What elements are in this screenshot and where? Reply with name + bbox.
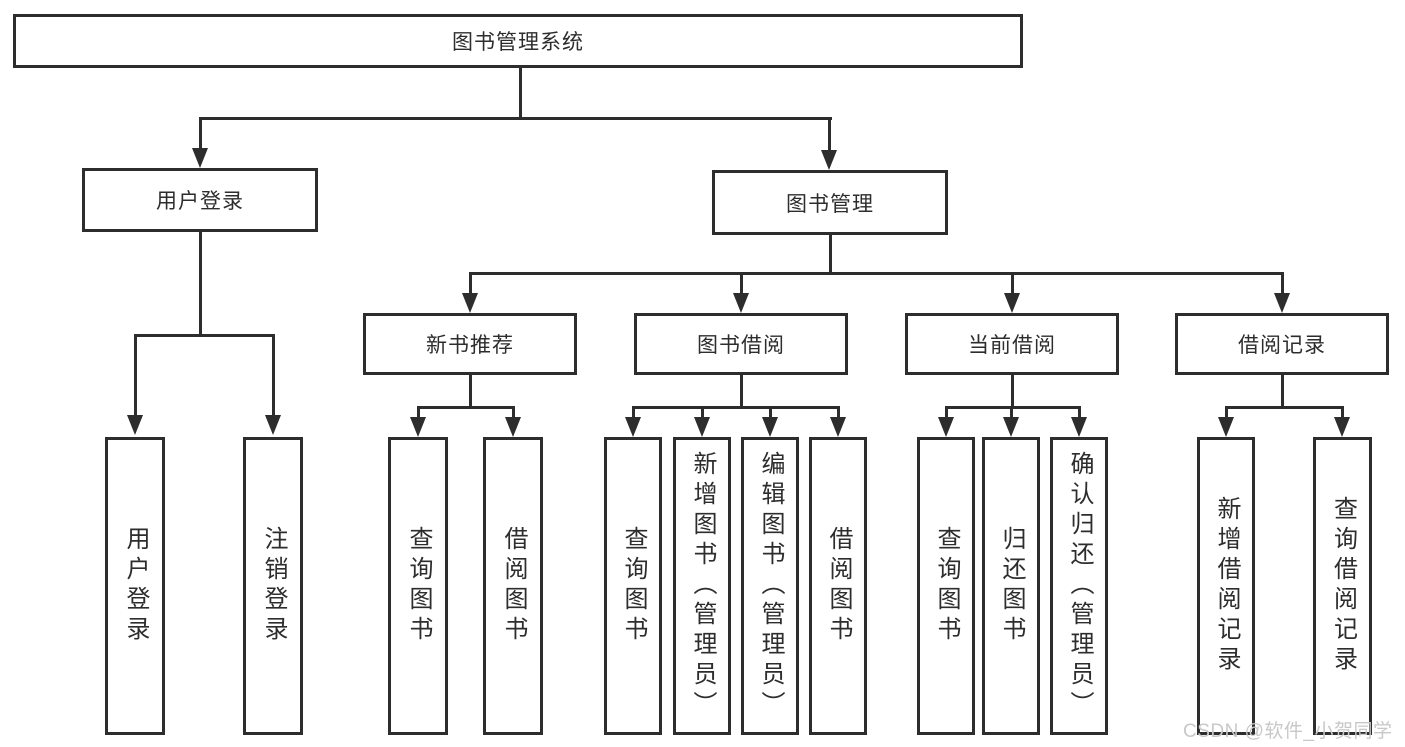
node-book-borrowing: 图书借阅: [634, 313, 848, 375]
connector-line: [740, 272, 743, 294]
connector-line: [632, 406, 839, 409]
connector-line: [1281, 272, 1284, 294]
arrowhead-down-icon: [1274, 293, 1290, 313]
connector-line: [740, 375, 743, 409]
connector-line: [829, 235, 832, 275]
leaf-query-books-recommend: 查询图书: [388, 437, 448, 735]
leaf-return-books: 归还图书: [982, 437, 1040, 735]
connector-line: [1341, 406, 1344, 418]
connector-line: [1011, 375, 1014, 409]
node-borrowing-records: 借阅记录: [1175, 313, 1389, 375]
arrowhead-down-icon: [821, 150, 837, 170]
connector-line: [469, 272, 472, 294]
arrowhead-down-icon: [1334, 417, 1350, 437]
connector-line: [512, 406, 515, 418]
leaf-query-borrow-record: 查询借阅记录: [1313, 437, 1372, 735]
connector-line: [1281, 375, 1284, 409]
arrowhead-down-icon: [462, 293, 478, 313]
leaf-confirm-return-admin: 确认归还（管理员）: [1050, 437, 1108, 735]
connector-line: [469, 272, 1284, 275]
arrowhead-down-icon: [1004, 293, 1020, 313]
leaf-add-borrow-record: 新增借阅记录: [1197, 437, 1255, 735]
arrowhead-down-icon: [505, 417, 521, 437]
connector-line: [701, 406, 704, 418]
node-new-book-recommend: 新书推荐: [363, 313, 577, 375]
connector-line: [769, 406, 772, 418]
connector-line: [417, 406, 515, 409]
connector-line: [417, 406, 420, 418]
connector-line: [272, 334, 275, 416]
leaf-user-login: 用户登录: [105, 437, 165, 735]
connector-line: [199, 117, 832, 120]
node-library-management-system: 图书管理系统: [13, 14, 1023, 68]
node-current-borrowing: 当前借阅: [905, 313, 1119, 375]
connector-line: [199, 117, 202, 151]
connector-line: [632, 406, 635, 418]
connector-line: [199, 232, 202, 336]
leaf-add-books-admin: 新增图书（管理员）: [673, 437, 731, 735]
arrowhead-down-icon: [127, 415, 143, 435]
arrowhead-down-icon: [938, 417, 954, 437]
node-user-login: 用户登录: [82, 168, 318, 232]
arrowhead-down-icon: [1218, 417, 1234, 437]
connector-line: [837, 406, 840, 418]
connector-line: [134, 334, 275, 337]
leaf-edit-books-admin: 编辑图书（管理员）: [741, 437, 799, 735]
connector-line: [1225, 406, 1228, 418]
node-book-management: 图书管理: [712, 170, 948, 235]
connector-line: [519, 68, 522, 120]
arrowhead-down-icon: [410, 417, 426, 437]
leaf-query-books-borrowing: 查询图书: [604, 437, 662, 735]
arrowhead-down-icon: [762, 417, 778, 437]
arrowhead-down-icon: [625, 417, 641, 437]
connector-line: [1011, 272, 1014, 294]
connector-line: [1225, 406, 1343, 409]
arrowhead-down-icon: [694, 417, 710, 437]
connector-line: [1010, 406, 1013, 418]
arrowhead-down-icon: [265, 415, 281, 435]
arrowhead-down-icon: [1003, 417, 1019, 437]
arrowhead-down-icon: [1071, 417, 1087, 437]
connector-line: [945, 406, 948, 418]
connector-line: [1078, 406, 1081, 418]
connector-line: [469, 375, 472, 409]
connector-line: [134, 334, 137, 416]
arrowhead-down-icon: [830, 417, 846, 437]
leaf-borrow-books-borrowing: 借阅图书: [809, 437, 867, 735]
arrowhead-down-icon: [192, 148, 208, 168]
csdn-watermark: CSDN @软件_小贺同学: [1183, 721, 1393, 742]
leaf-logout: 注销登录: [243, 437, 303, 735]
arrowhead-down-icon: [733, 293, 749, 313]
connector-line: [828, 117, 831, 151]
leaf-borrow-books-recommend: 借阅图书: [483, 437, 543, 735]
leaf-query-books-current: 查询图书: [917, 437, 975, 735]
